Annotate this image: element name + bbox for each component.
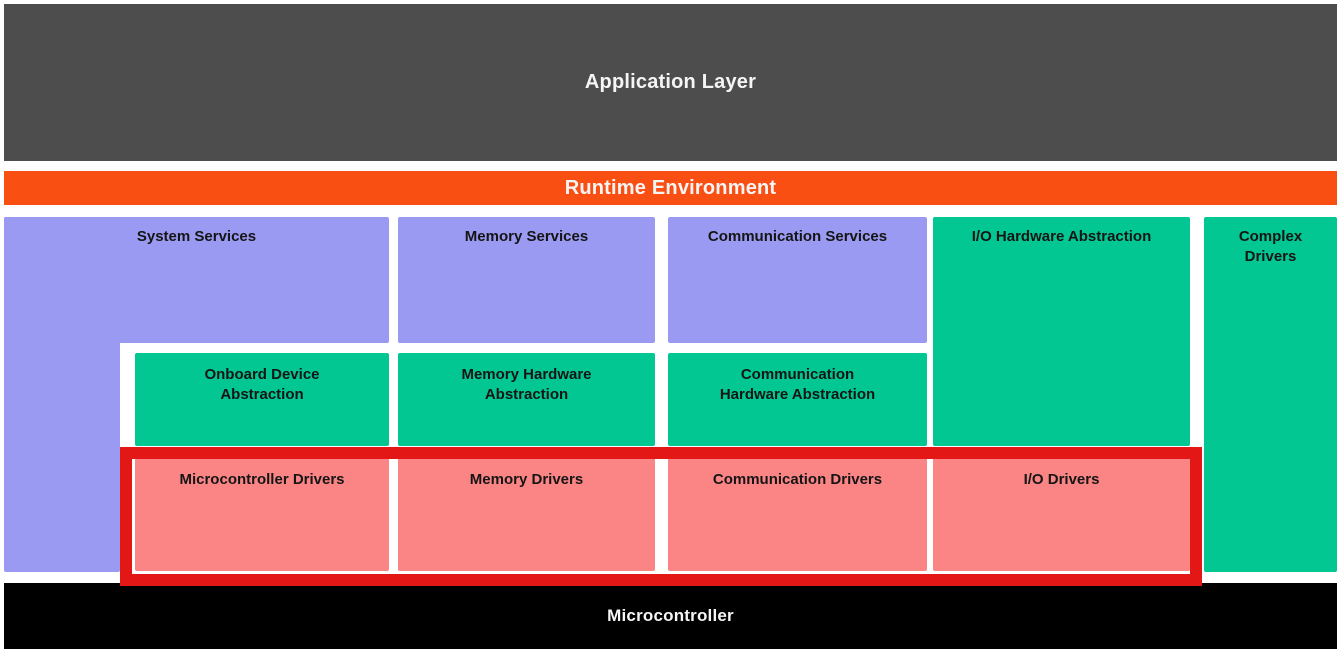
block-communication-drivers: Communication Drivers [668, 458, 927, 571]
complex-drivers-label: Complex Drivers [1238, 228, 1303, 265]
onboard-device-abstraction-label: Onboard Device Abstraction [204, 366, 320, 403]
communication-drivers-label: Communication Drivers [712, 471, 883, 488]
block-memory-drivers: Memory Drivers [398, 458, 655, 571]
block-io-hardware-abstraction: I/O Hardware Abstraction [933, 217, 1190, 446]
microcontroller-label: Microcontroller [607, 606, 734, 625]
block-communication-services: Communication Services [668, 217, 927, 343]
block-memory-services: Memory Services [398, 217, 655, 343]
communication-services-label: Communication Services [707, 228, 888, 245]
system-services-label: System Services [136, 228, 257, 245]
runtime-environment-label: Runtime Environment [564, 176, 777, 199]
io-hardware-abstraction-label: I/O Hardware Abstraction [971, 228, 1152, 245]
block-memory-hardware-abstraction: Memory Hardware Abstraction [398, 353, 655, 446]
block-microcontroller-drivers: Microcontroller Drivers [135, 458, 389, 571]
io-drivers-label: I/O Drivers [1023, 471, 1100, 488]
block-complex-drivers: Complex Drivers [1204, 217, 1337, 572]
block-onboard-device-abstraction: Onboard Device Abstraction [135, 353, 389, 446]
runtime-environment-block: Runtime Environment [4, 171, 1337, 205]
block-system-services: System Services [4, 217, 389, 343]
microcontroller-block: Microcontroller [4, 583, 1337, 649]
memory-hardware-abstraction-label: Memory Hardware Abstraction [461, 366, 592, 403]
application-layer-label: Application Layer [584, 71, 757, 93]
microcontroller-drivers-label: Microcontroller Drivers [179, 471, 345, 488]
memory-services-label: Memory Services [464, 228, 589, 245]
memory-drivers-label: Memory Drivers [469, 471, 584, 488]
block-io-drivers: I/O Drivers [933, 458, 1190, 571]
communication-hardware-abstraction-label: Communication Hardware Abstraction [719, 366, 876, 403]
application-layer-block: Application Layer [4, 4, 1337, 161]
block-communication-hardware-abstraction: Communication Hardware Abstraction [668, 353, 927, 446]
